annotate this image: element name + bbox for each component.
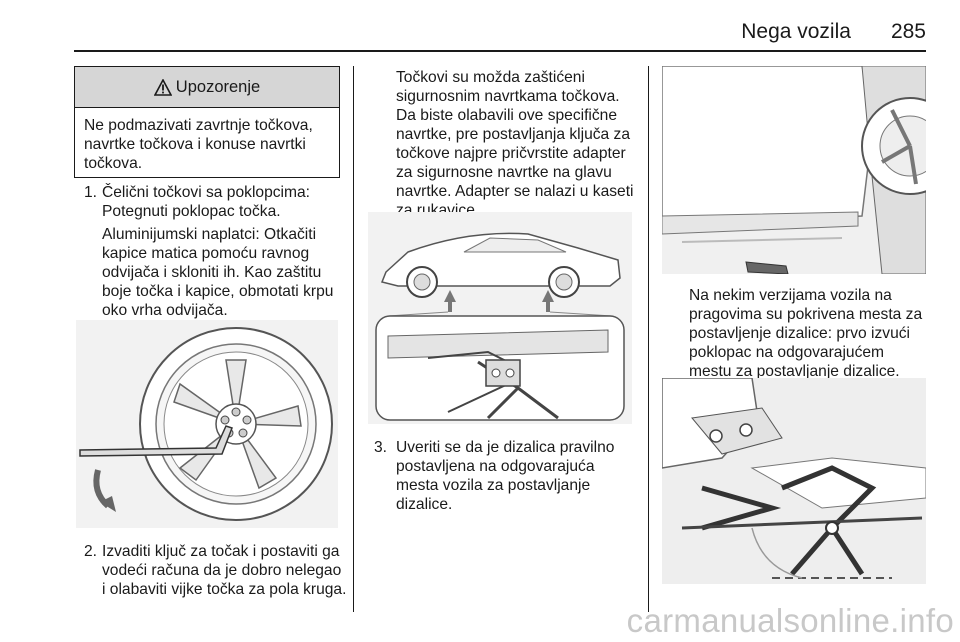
wheel-wrench-illustration xyxy=(76,320,338,528)
warning-text: Ne podmazivati zavrtnje točkova, navrtke… xyxy=(84,117,313,172)
page-number: 285 xyxy=(890,20,926,43)
warning-header: Upozorenje xyxy=(75,67,339,108)
chapter-title: Nega vozila xyxy=(741,20,851,43)
warning-title: Upozorenje xyxy=(175,77,261,96)
warning-box: Upozorenje Ne podmazivati zavrtnje točko… xyxy=(74,66,340,178)
header-rule xyxy=(74,50,926,52)
column-divider-right xyxy=(648,66,649,612)
page-header: Nega vozila 285 xyxy=(741,20,926,44)
item-2-number: 2. xyxy=(84,543,98,560)
jack-under-sill-illustration xyxy=(661,377,927,584)
item-1-text: Čelični točkovi sa poklopcima: Potegnuti… xyxy=(102,184,311,220)
item-3-number: 3. xyxy=(374,439,388,456)
item-1-number: 1. xyxy=(84,184,98,201)
watermark: carmanualsonline.info xyxy=(626,602,954,639)
warning-triangle-icon xyxy=(153,78,172,96)
item-1-aluminum-text: Aluminijumski naplatci: Otkačiti kapice … xyxy=(102,226,334,319)
jacking-point-cover-text: Na nekim verzijama vozila na pragovima s… xyxy=(689,287,923,380)
car-jack-points-illustration xyxy=(368,212,632,424)
vehicle-sill-illustration xyxy=(661,65,959,275)
column-divider-left xyxy=(353,66,354,612)
item-2-text: Izvaditi ključ za točak i postaviti ga v… xyxy=(102,543,347,598)
security-nut-text: Točkovi su možda zaštićeni sigurnosnim n… xyxy=(396,69,634,219)
item-3-text: Uveriti se da je dizalica pravilno posta… xyxy=(396,439,615,513)
